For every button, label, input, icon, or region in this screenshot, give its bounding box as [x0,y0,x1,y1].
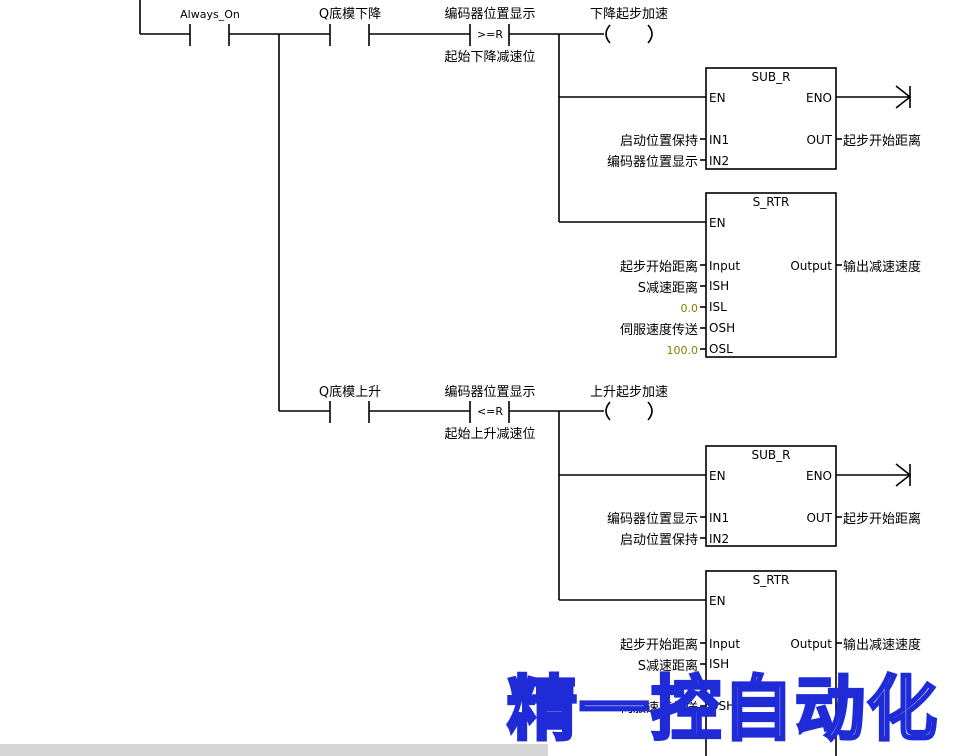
output-operand: 输出减速速度 [843,259,921,275]
compare-operator: <=R [477,405,503,418]
pin-ish: ISH [709,279,729,293]
s-rtr-block[interactable]: S_RTR EN Input ISH OSH Output 起步开始距离 S减速… [620,570,921,756]
coil-label: 上升起步加速 [590,385,668,400]
contact-label: Q底模下降 [319,6,381,22]
network-2: Q底模上升 <=R 编码器位置显示 起始上升减速位 上升起步加速 SUB_R E… [279,384,921,756]
contact-q-mold-down[interactable]: Q底模下降 [319,6,381,46]
pin-in1: IN1 [709,133,729,147]
contact-q-mold-up[interactable]: Q底模上升 [319,384,381,423]
horizontal-scrollbar[interactable] [0,744,548,756]
isl-constant: 0.0 [681,302,699,315]
contact-label: Q底模上升 [319,384,381,400]
pin-in1: IN1 [709,511,729,525]
eno-arrow-icon [836,463,912,487]
pin-eno: ENO [806,469,832,483]
pin-output: Output [790,259,832,273]
pin-en: EN [709,469,726,483]
sub-r-block[interactable]: SUB_R EN ENO IN1 IN2 OUT 编码器位置显示 启动位置保持 … [607,445,921,548]
in1-operand: 编码器位置显示 [607,512,698,527]
block-title: SUB_R [752,448,791,462]
contact-always-on[interactable]: Always_On [180,8,240,46]
pin-ish: ISH [709,657,729,671]
pin-in2: IN2 [709,154,729,168]
s-rtr-block[interactable]: S_RTR EN Input ISH ISL OSH OSL Output 起步… [620,192,921,358]
pin-en: EN [709,216,726,230]
block-title: S_RTR [753,573,790,587]
compare-operand-bottom: 起始下降减速位 [444,50,535,65]
in2-operand: 启动位置保持 [620,533,698,548]
ish-operand: S减速距离 [638,280,698,296]
pin-isl: ISL [709,300,727,314]
block-title: S_RTR [753,195,790,209]
coil-down-start-accel[interactable]: 下降起步加速 [590,7,668,44]
network-1: Always_On Q底模下降 >=R 编码器位置显示 起始下降减速位 下降起步… [139,0,921,411]
out-operand: 起步开始距离 [843,511,921,527]
ish-operand: S减速距离 [638,658,698,674]
pin-input: Input [709,637,740,651]
pin-out: OUT [806,133,832,147]
coil-up-start-accel[interactable]: 上升起步加速 [590,385,668,421]
eno-arrow-icon [836,85,912,109]
compare-operand-bottom: 起始上升减速位 [444,427,535,442]
contact-label: Always_On [180,8,240,21]
pin-osl: OSL [709,342,733,356]
pin-en: EN [709,594,726,608]
compare-operand-top: 编码器位置显示 [444,7,535,22]
compare-contact-ge[interactable]: >=R 编码器位置显示 起始下降减速位 [444,7,535,65]
pin-input: Input [709,259,740,273]
pin-en: EN [709,91,726,105]
in2-operand: 编码器位置显示 [607,155,698,170]
osl-constant: 100.0 [667,344,699,357]
compare-operand-top: 编码器位置显示 [444,385,535,400]
compare-contact-le[interactable]: <=R 编码器位置显示 起始上升减速位 [444,385,535,442]
pin-in2: IN2 [709,532,729,546]
out-operand: 起步开始距离 [843,133,921,149]
block-title: SUB_R [752,70,791,84]
output-operand: 输出减速速度 [843,637,921,653]
osh-operand: 伺服速度传送 [620,700,698,716]
coil-label: 下降起步加速 [590,7,668,22]
pin-osh: OSH [709,699,735,713]
sub-r-block[interactable]: SUB_R EN ENO IN1 IN2 OUT 启动位置保持 编码器位置显示 … [607,67,921,170]
compare-operator: >=R [477,28,503,41]
pin-eno: ENO [806,91,832,105]
pin-out: OUT [806,511,832,525]
input-operand: 起步开始距离 [620,637,698,653]
input-operand: 起步开始距离 [620,259,698,275]
pin-output: Output [790,637,832,651]
in1-operand: 启动位置保持 [620,134,698,149]
osh-operand: 伺服速度传送 [620,322,698,338]
watermark-text: 精一控自动化 [507,668,939,750]
pin-osh: OSH [709,321,735,335]
